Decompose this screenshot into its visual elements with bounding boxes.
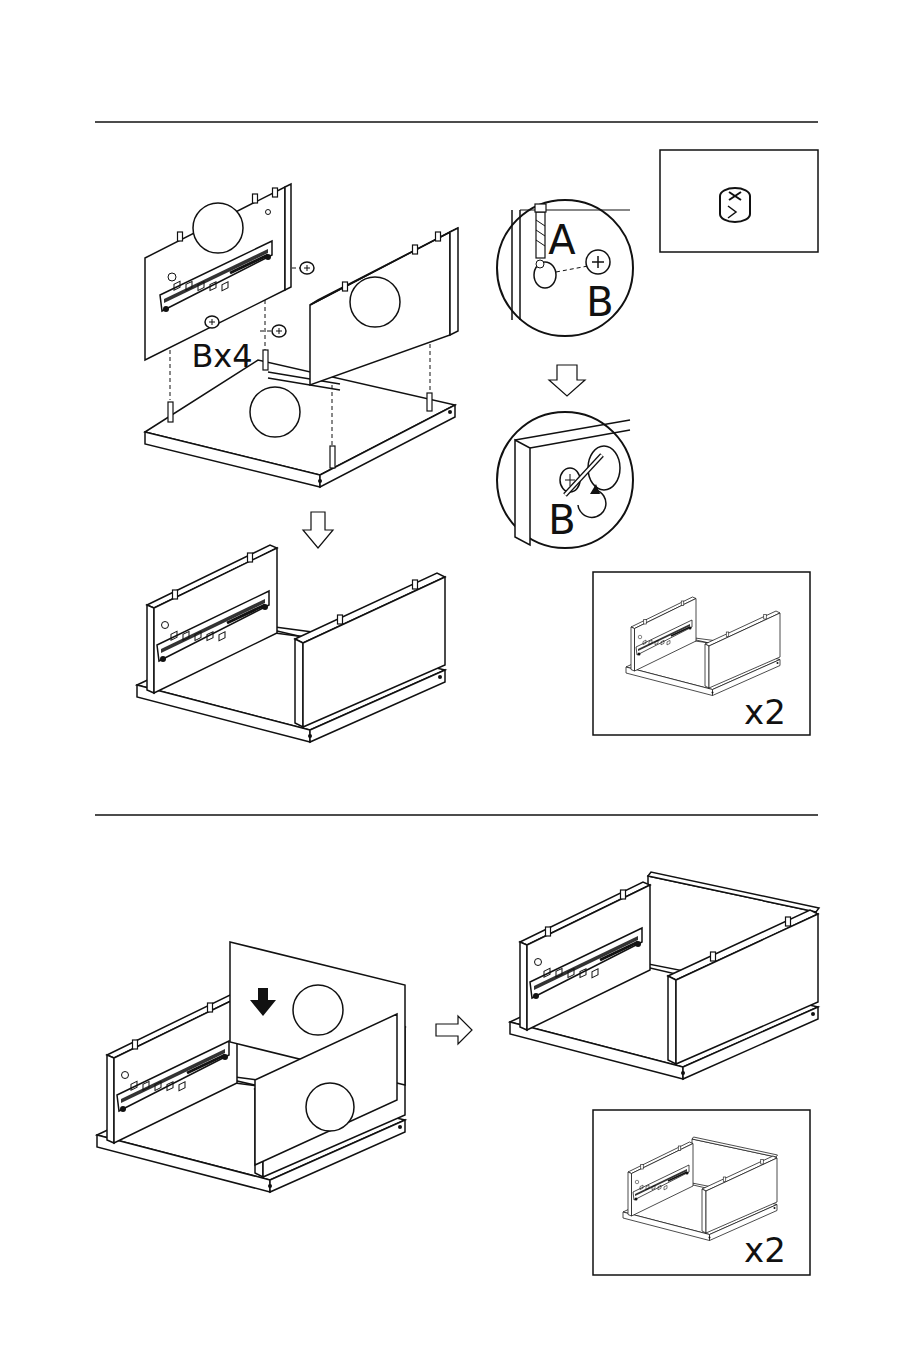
part-quantity: Bx4	[191, 340, 252, 372]
exploded-view	[145, 184, 458, 487]
part-letter: B	[586, 282, 613, 322]
detail-view	[497, 150, 818, 548]
quantity-note: x2	[744, 695, 786, 729]
part-letter: B	[548, 500, 575, 540]
quantity-note: x2	[744, 1233, 786, 1267]
part-letter: A	[548, 220, 575, 260]
assembled-frame	[137, 545, 445, 742]
